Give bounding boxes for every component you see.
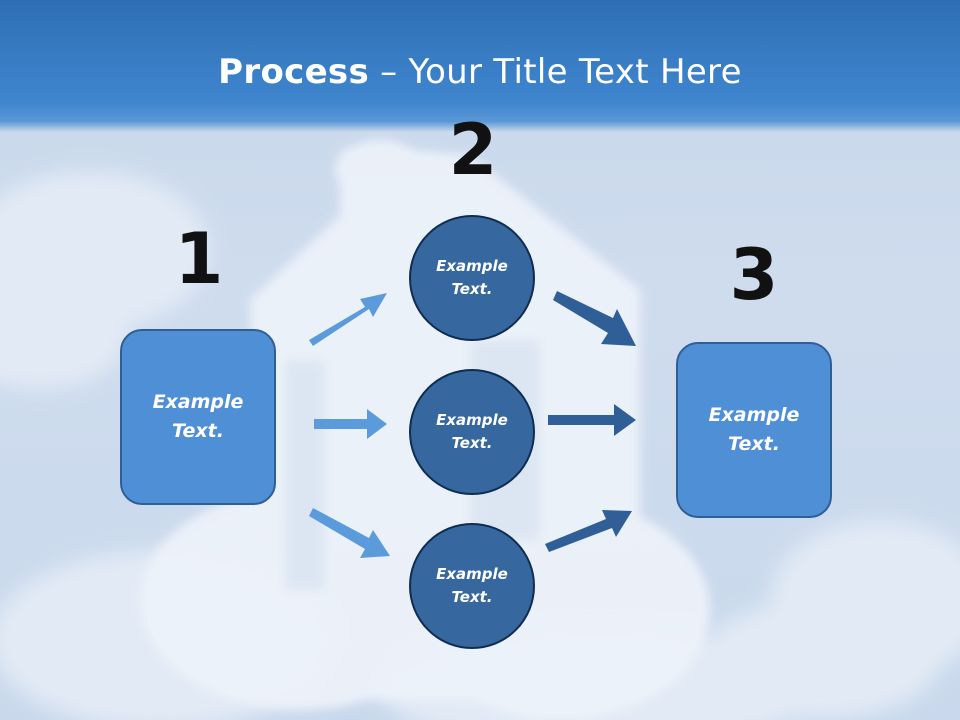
step-3-number: 3 xyxy=(729,234,779,316)
arrow-icon xyxy=(553,291,636,346)
arrow-icon xyxy=(548,404,636,436)
step-2-number: 2 xyxy=(448,109,498,191)
step-2-circle-top-text: Example Text. xyxy=(436,257,508,298)
step-1-text: Example Text. xyxy=(152,391,244,442)
title-band xyxy=(0,0,960,132)
step-2-circle-bottom: Example Text. xyxy=(409,523,535,649)
title-rest: – Your Title Text Here xyxy=(369,52,742,92)
slide-title: Process – Your Title Text Here xyxy=(0,52,960,92)
step-1-number: 1 xyxy=(174,218,224,300)
step-2-circle-middle: Example Text. xyxy=(409,369,535,495)
step-2-circle-bottom-text: Example Text. xyxy=(436,565,508,606)
step-2-circle-top: Example Text. xyxy=(409,215,535,341)
arrow-icon xyxy=(309,508,390,558)
arrow-icon xyxy=(314,409,387,439)
step-3-text: Example Text. xyxy=(708,404,800,455)
arrow-icon xyxy=(545,510,632,552)
step-2-circle-middle-text: Example Text. xyxy=(436,411,508,452)
title-bold: Process xyxy=(218,52,370,92)
arrow-icon xyxy=(309,293,387,346)
step-3-box: Example Text. xyxy=(676,342,832,518)
step-1-box: Example Text. xyxy=(120,329,276,505)
